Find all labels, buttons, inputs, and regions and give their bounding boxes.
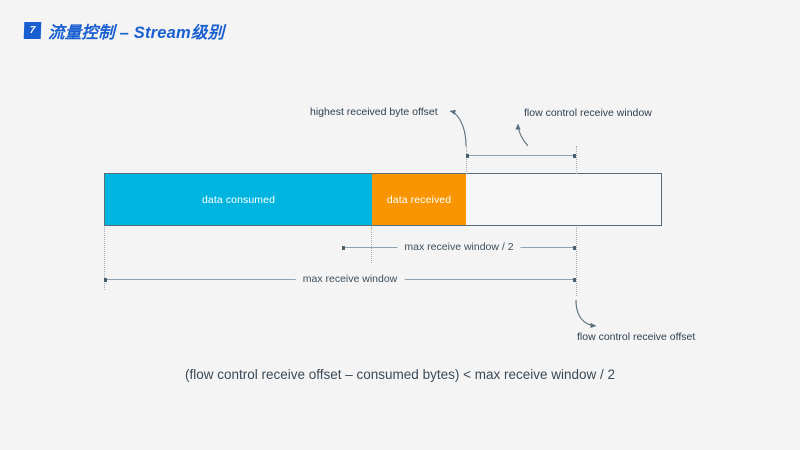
page-title: 流量控制 – Stream级别 <box>48 24 225 42</box>
arrow-flow-control-receive-offset <box>575 299 597 329</box>
arrow-flow-control-receive-window <box>515 123 529 147</box>
segment-data-received: data received <box>372 174 466 225</box>
slide-number-badge: 7 <box>23 22 42 39</box>
guide-line-flow-control-offset-bottom <box>576 227 577 296</box>
guide-line-bar-left <box>104 227 105 290</box>
measure-flow-control-receive-window <box>466 153 576 158</box>
guide-line-flow-control-offset-top <box>576 146 577 174</box>
arrow-highest-received-byte-offset <box>449 109 467 147</box>
annotation-highest-received-byte-offset: highest received byte offset <box>310 106 438 118</box>
slide-header: 7 流量控制 – Stream级别 <box>0 0 800 56</box>
buffer-bar: data consumed data received <box>104 173 662 226</box>
measure-label-max-receive-window: max receive window <box>295 273 405 285</box>
annotation-flow-control-receive-offset: flow control receive offset <box>577 331 696 343</box>
measure-label-max-receive-window-half: max receive window / 2 <box>397 241 521 253</box>
segment-data-consumed: data consumed <box>105 174 372 225</box>
guide-line-received-start <box>371 227 372 263</box>
annotation-flow-control-receive-window: flow control receive window <box>524 107 652 119</box>
formula-text: (flow control receive offset – consumed … <box>184 367 616 382</box>
guide-line-highest-received-offset-top <box>466 146 467 174</box>
